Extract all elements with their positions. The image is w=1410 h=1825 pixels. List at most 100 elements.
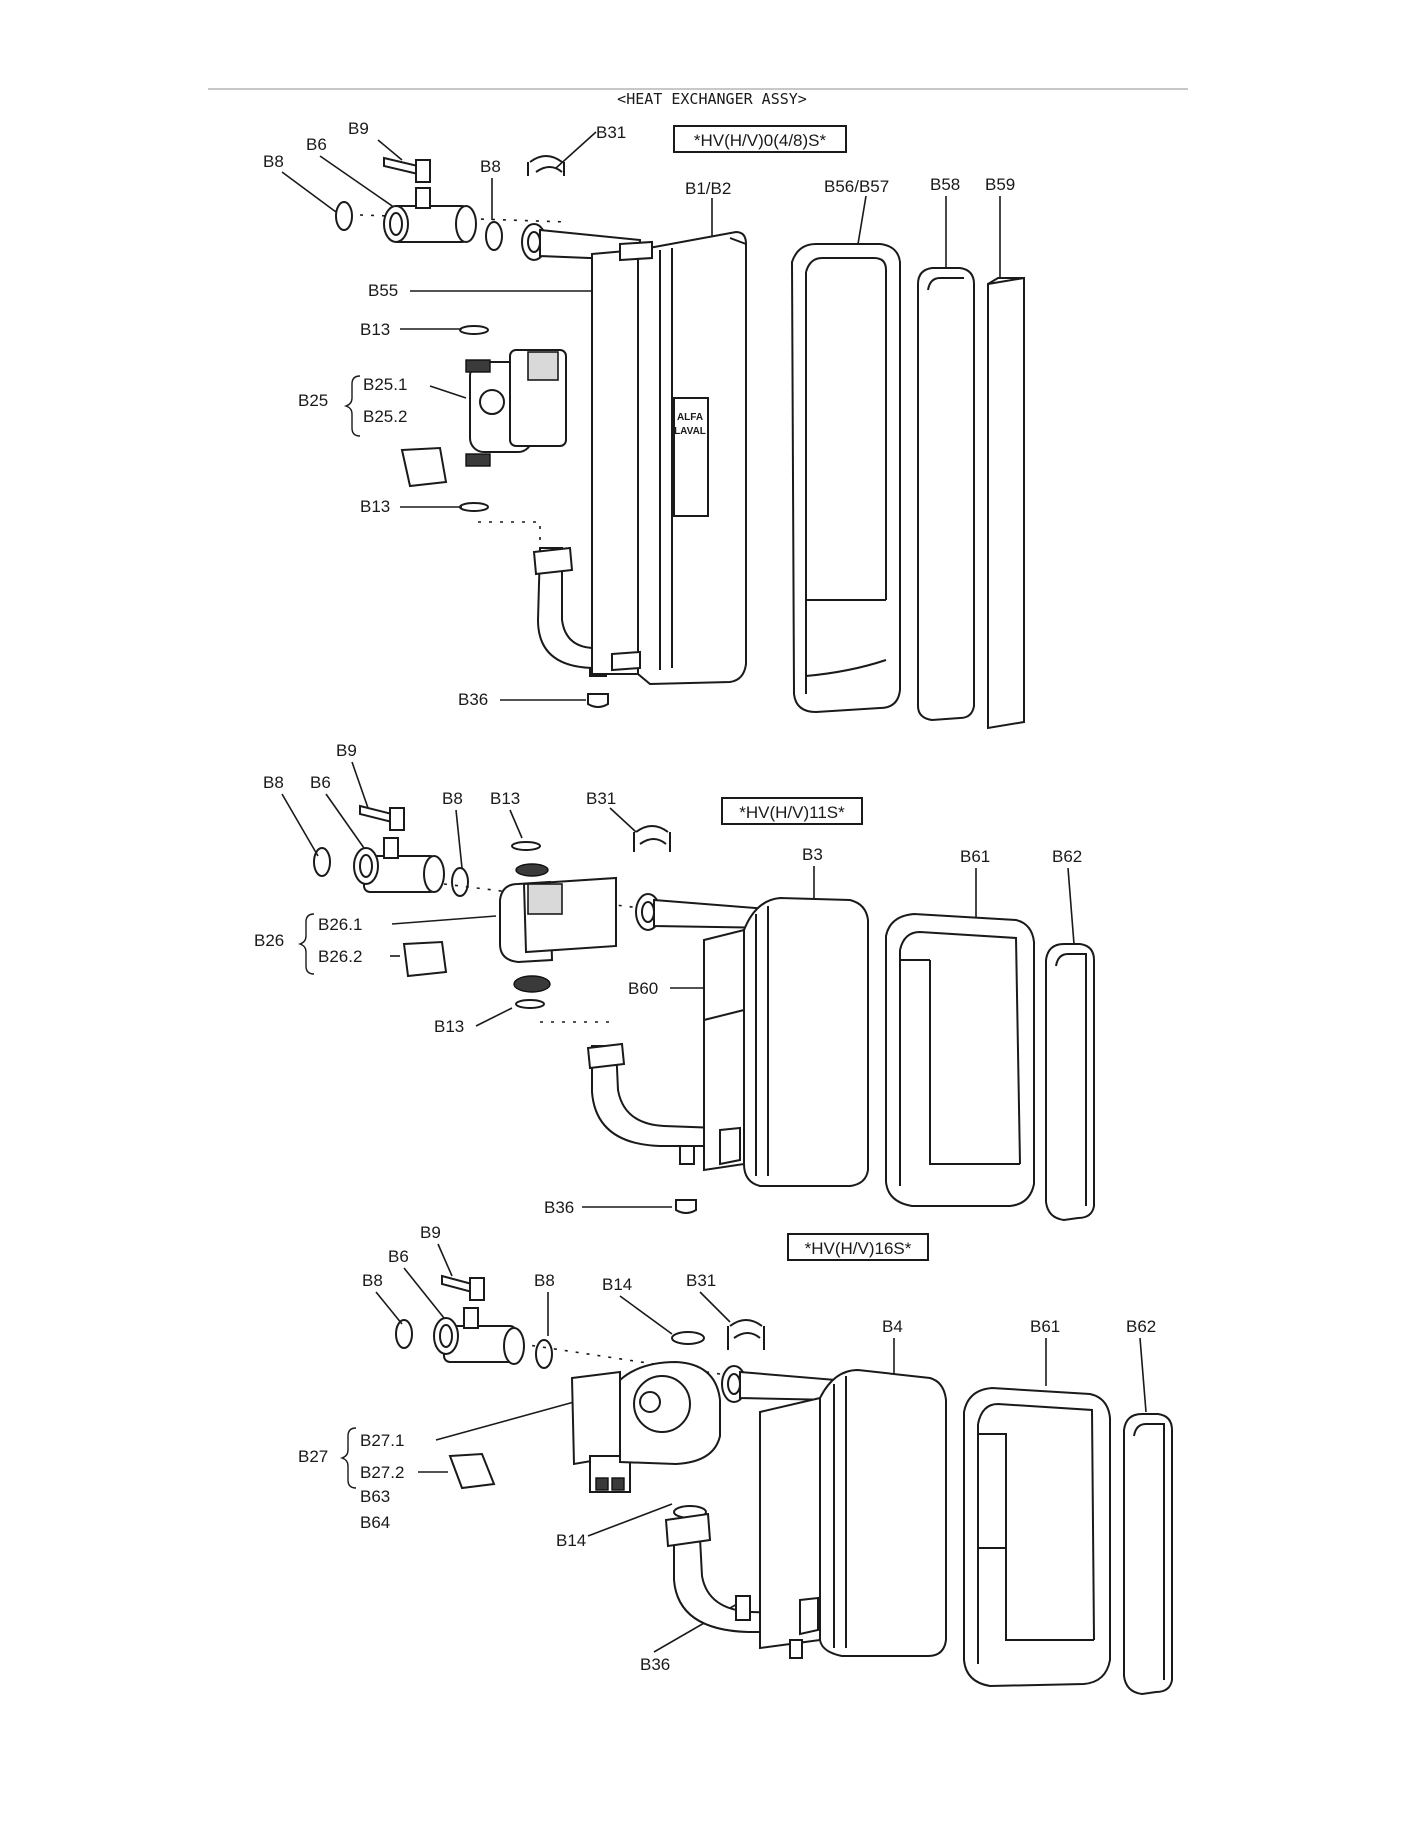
label-b9: B9 bbox=[348, 119, 369, 138]
insulation-panel bbox=[1045, 943, 1095, 1222]
group-2-model-label: *HV(H/V)11S* bbox=[739, 803, 845, 822]
label-b1-b2: B1/B2 bbox=[685, 179, 731, 198]
label-b61: B61 bbox=[1030, 1317, 1060, 1336]
sensor-part bbox=[441, 1274, 485, 1301]
insulation-panel bbox=[917, 267, 975, 722]
label-b62: B62 bbox=[1126, 1317, 1156, 1336]
hose-clip bbox=[633, 825, 671, 852]
group-2-model-box bbox=[721, 797, 863, 825]
leader-line bbox=[455, 809, 463, 869]
label-b8: B8 bbox=[534, 1271, 555, 1290]
circulation-pump bbox=[465, 349, 567, 467]
insulation-frame bbox=[885, 912, 1035, 1207]
label-b25-1: B25.1 bbox=[363, 375, 407, 394]
pipe-nut bbox=[586, 1042, 626, 1070]
leader-line bbox=[281, 171, 337, 213]
group-2-assembly: *HV(H/V)11S* B9 B8 B6 B8 B13 B31 B3 B61 … bbox=[254, 741, 1095, 1222]
o-ring bbox=[485, 221, 503, 251]
leader-line bbox=[1139, 1337, 1147, 1413]
label-b8: B8 bbox=[263, 152, 284, 171]
group-3-model-box bbox=[787, 1233, 929, 1261]
leader-line bbox=[375, 1291, 403, 1325]
washer bbox=[459, 325, 489, 335]
leader-line bbox=[391, 915, 497, 925]
label-b14: B14 bbox=[556, 1531, 586, 1550]
label-b59: B59 bbox=[985, 175, 1015, 194]
label-b14: B14 bbox=[602, 1275, 632, 1294]
nameplate-line-2: LAVAL bbox=[674, 426, 706, 437]
header-title: <HEAT EXCHANGER ASSY> bbox=[617, 90, 807, 108]
brace bbox=[343, 375, 361, 437]
insulation-panel bbox=[1123, 1413, 1173, 1696]
hose-clip bbox=[527, 155, 565, 176]
plate-heat-exchanger bbox=[759, 1368, 947, 1659]
leader-line bbox=[619, 1295, 673, 1335]
leader-line bbox=[377, 139, 403, 161]
leader-line bbox=[281, 793, 319, 857]
washer bbox=[671, 1331, 705, 1345]
group-1-model-box bbox=[673, 125, 847, 153]
drain-plug bbox=[735, 1595, 751, 1621]
info-card bbox=[448, 1452, 496, 1490]
alignment-line bbox=[478, 521, 541, 540]
sensor-part bbox=[383, 156, 431, 183]
label-b31: B31 bbox=[686, 1271, 716, 1290]
label-b9: B9 bbox=[336, 741, 357, 760]
label-b26: B26 bbox=[254, 931, 284, 950]
label-b63: B63 bbox=[360, 1487, 390, 1506]
label-b8: B8 bbox=[480, 157, 501, 176]
o-ring bbox=[335, 201, 353, 231]
leader-line bbox=[475, 1007, 513, 1027]
valve-body bbox=[353, 837, 445, 893]
hose-clip bbox=[727, 1319, 765, 1350]
brace bbox=[297, 913, 315, 975]
group-1-assembly: *HV(H/V)0(4/8)S* B9 B31 B6 B8 B8 B1/B2 B… bbox=[263, 119, 1025, 730]
label-b26-2: B26.2 bbox=[318, 947, 362, 966]
info-card bbox=[402, 940, 448, 978]
drain-nut bbox=[675, 1199, 697, 1214]
leader-line bbox=[429, 385, 467, 399]
label-b13: B13 bbox=[490, 789, 520, 808]
label-b25-2: B25.2 bbox=[363, 407, 407, 426]
leader-line bbox=[609, 807, 637, 833]
label-b36: B36 bbox=[458, 690, 488, 709]
label-b6: B6 bbox=[388, 1247, 409, 1266]
info-card bbox=[400, 446, 448, 488]
washer bbox=[459, 502, 489, 512]
o-ring bbox=[313, 847, 331, 877]
label-b60: B60 bbox=[628, 979, 658, 998]
drain-nut bbox=[587, 693, 609, 708]
label-b58: B58 bbox=[930, 175, 960, 194]
label-b8: B8 bbox=[442, 789, 463, 808]
label-b6: B6 bbox=[306, 135, 327, 154]
circulation-pump bbox=[570, 1360, 721, 1493]
nameplate-line-1: ALFA bbox=[677, 412, 703, 423]
group-3-assembly: *HV(H/V)16S* B9 B6 B8 B8 B14 B31 B4 B61 … bbox=[298, 1223, 1173, 1696]
leader-line bbox=[1067, 867, 1075, 945]
group-3-model-label: *HV(H/V)16S* bbox=[805, 1239, 912, 1258]
group-1-model-label: *HV(H/V)0(4/8)S* bbox=[694, 131, 827, 150]
leader-line bbox=[325, 793, 365, 849]
leader-line bbox=[403, 1267, 445, 1319]
plate-heat-exchanger: ALFA LAVAL bbox=[591, 230, 747, 686]
label-b9: B9 bbox=[420, 1223, 441, 1242]
o-ring bbox=[535, 1339, 553, 1369]
label-b8: B8 bbox=[263, 773, 284, 792]
valve-body bbox=[383, 187, 477, 243]
washer bbox=[511, 841, 541, 851]
label-b27-2: B27.2 bbox=[360, 1463, 404, 1482]
pipe-nut bbox=[664, 1512, 712, 1548]
leader-line bbox=[587, 1503, 673, 1537]
circulation-pump bbox=[499, 863, 617, 993]
pipe-connector bbox=[721, 1365, 837, 1403]
valve-body bbox=[433, 1307, 525, 1365]
washer bbox=[515, 999, 545, 1009]
sensor-part bbox=[359, 804, 405, 831]
label-b27: B27 bbox=[298, 1447, 328, 1466]
label-b13: B13 bbox=[360, 497, 390, 516]
o-ring bbox=[395, 1319, 413, 1349]
plate-heat-exchanger bbox=[703, 896, 869, 1187]
label-b36: B36 bbox=[640, 1655, 670, 1674]
